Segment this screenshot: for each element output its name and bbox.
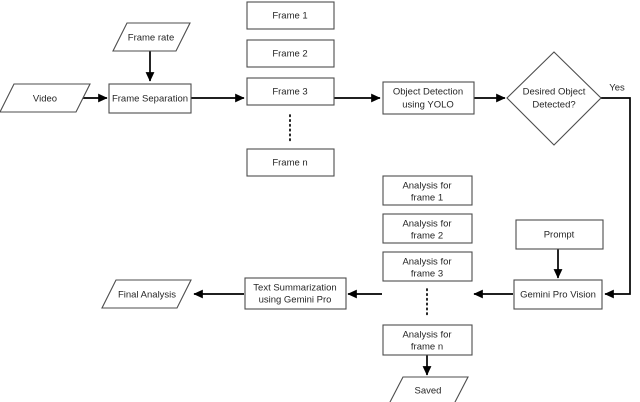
decision-label-line1: Desired Object (523, 87, 586, 98)
video-label: Video (33, 94, 57, 105)
analysis-1-label-line2: frame 1 (411, 193, 443, 204)
frame-n-label: Frame n (272, 158, 307, 169)
edge-decision-yes-to-gemini (601, 97, 631, 299)
node-frame-1[interactable]: Frame 1 (246, 1, 335, 30)
analysis-3-label-line1: Analysis for (402, 257, 451, 268)
analysis-3-shape (382, 251, 473, 282)
node-final-analysis[interactable]: Final Analysis (101, 279, 192, 309)
analysis-3-label-line2: frame 3 (411, 269, 443, 280)
frame-separation-shape (108, 83, 192, 114)
node-video[interactable]: Video (0, 83, 91, 113)
node-prompt[interactable]: Prompt (515, 219, 604, 250)
frame-n-shape (246, 148, 335, 177)
frame-3-shape (246, 77, 335, 106)
decision-shape (506, 51, 602, 146)
final-analysis-label: Final Analysis (118, 290, 176, 301)
frame-separation-label: Frame Separation (112, 94, 188, 105)
frame-rate-shape (112, 22, 191, 52)
node-object-detection[interactable]: Object Detection using YOLO (382, 81, 475, 115)
node-saved[interactable]: Saved (389, 376, 469, 402)
prompt-shape (515, 219, 604, 250)
object-detection-label-line1: Object Detection (393, 87, 463, 98)
node-analysis-2[interactable]: Analysis for frame 2 (382, 213, 473, 244)
text-summarization-label-line1: Text Summarization (253, 283, 336, 294)
edges-group (76, 51, 631, 376)
analysis-2-label-line1: Analysis for (402, 219, 451, 230)
node-frame-2[interactable]: Frame 2 (246, 39, 335, 68)
analysis-n-label-line2: frame n (411, 342, 443, 353)
gemini-pro-vision-shape (513, 279, 603, 310)
node-frame-separation[interactable]: Frame Separation (108, 83, 192, 114)
object-detection-shape (382, 81, 475, 115)
video-shape (0, 83, 91, 113)
prompt-label: Prompt (544, 230, 575, 241)
node-decision[interactable]: Desired Object Detected? (506, 51, 602, 146)
object-detection-label-line2: using YOLO (402, 100, 454, 111)
frame-3-label: Frame 3 (272, 87, 307, 98)
final-analysis-shape (101, 279, 192, 309)
decision-label-line2: Detected? (532, 100, 575, 111)
node-gemini-pro-vision[interactable]: Gemini Pro Vision (513, 279, 603, 310)
node-frame-rate[interactable]: Frame rate (112, 22, 191, 52)
frame-2-label: Frame 2 (272, 49, 307, 60)
text-summarization-shape (244, 277, 347, 310)
analysis-1-shape (382, 175, 473, 206)
saved-label: Saved (415, 386, 442, 397)
text-summarization-label-line2: using Gemini Pro (259, 295, 332, 306)
frame-1-shape (246, 1, 335, 30)
node-analysis-3[interactable]: Analysis for frame 3 (382, 251, 473, 282)
frame-2-shape (246, 39, 335, 68)
node-analysis-1[interactable]: Analysis for frame 1 (382, 175, 473, 206)
gemini-pro-vision-label: Gemini Pro Vision (520, 290, 596, 301)
node-frame-3[interactable]: Frame 3 (246, 77, 335, 106)
node-analysis-n[interactable]: Analysis for frame n (382, 324, 473, 356)
analysis-n-shape (382, 324, 473, 356)
analysis-2-label-line2: frame 2 (411, 231, 443, 242)
frame-rate-label: Frame rate (128, 33, 174, 44)
analysis-2-shape (382, 213, 473, 244)
node-frame-n[interactable]: Frame n (246, 148, 335, 177)
frame-1-label: Frame 1 (272, 11, 307, 22)
node-text-summarization[interactable]: Text Summarization using Gemini Pro (244, 277, 347, 310)
edge-label-yes: Yes (609, 83, 625, 94)
saved-shape (389, 376, 469, 402)
analysis-1-label-line1: Analysis for (402, 181, 451, 192)
analysis-n-label-line1: Analysis for (402, 330, 451, 341)
